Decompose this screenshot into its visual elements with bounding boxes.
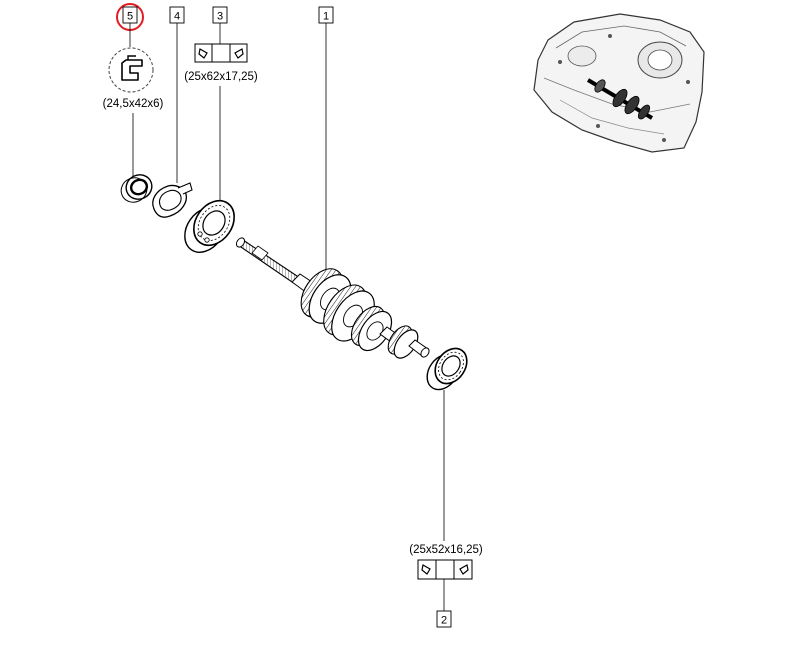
callout-1[interactable]: 1 bbox=[318, 6, 334, 24]
ball-bearing-left-part[interactable] bbox=[176, 193, 242, 260]
lock-washer-part[interactable] bbox=[152, 182, 193, 218]
bearing-symbol-icon bbox=[417, 559, 473, 580]
callout-1-number: 1 bbox=[323, 11, 329, 23]
oil-seal-part[interactable] bbox=[117, 171, 156, 207]
callout-2-number: 2 bbox=[441, 615, 447, 627]
seal-symbol-icon bbox=[108, 47, 154, 93]
bearing-symbol-icon bbox=[194, 43, 248, 63]
callout-2[interactable]: 2 bbox=[436, 610, 452, 628]
callout-3-number: 3 bbox=[217, 11, 223, 23]
callout-3-dimension: (25x62x17,25) bbox=[184, 71, 258, 83]
callout-2-box bbox=[436, 610, 452, 628]
callout-5-dimension: (24,5x42x6) bbox=[103, 98, 164, 110]
ball-bearing-right-part[interactable] bbox=[421, 342, 474, 395]
callout-4-number: 4 bbox=[174, 11, 180, 23]
callout-3[interactable]: 3 bbox=[212, 6, 228, 24]
input-shaft-part[interactable] bbox=[235, 236, 431, 362]
callout-5-number: 5 bbox=[127, 11, 133, 23]
callout-2-dimension: (25x52x16,25) bbox=[409, 544, 483, 556]
gearbox-housing-icon bbox=[533, 13, 705, 153]
callout-4[interactable]: 4 bbox=[169, 6, 185, 24]
